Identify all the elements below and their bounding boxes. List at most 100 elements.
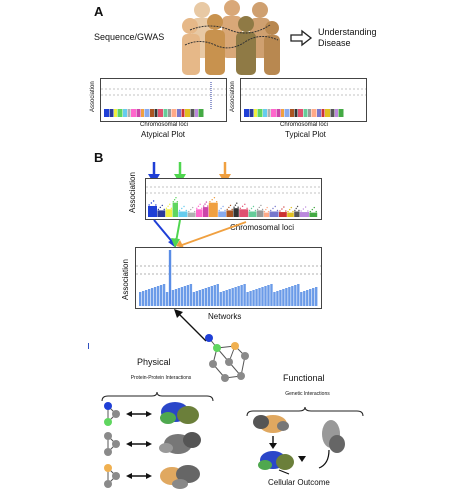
chromosome-block (294, 109, 298, 117)
snp-point (281, 208, 283, 210)
network-bar (174, 289, 178, 306)
snp-point (202, 205, 205, 207)
ppi-row-2 (104, 432, 201, 456)
chromosome-block (187, 212, 196, 217)
physical-subtitle: Protein-Protein Interactions (130, 375, 192, 381)
snp-point (196, 207, 198, 209)
snp-point (231, 208, 233, 211)
snp-point (224, 209, 226, 212)
snp-point (222, 205, 224, 208)
chromosome-block (123, 109, 127, 117)
chromosome-block (284, 109, 290, 117)
snp-point (204, 203, 206, 205)
chromosome-block (276, 109, 281, 117)
chromosome-block (158, 109, 163, 117)
snp-point (311, 208, 314, 211)
snp-point (175, 197, 177, 199)
network-association-plot (135, 247, 322, 309)
chromosome-block (165, 209, 173, 217)
snp-point (304, 206, 307, 208)
snp-point (226, 208, 228, 211)
snp-point (181, 207, 183, 210)
chromosome-block (248, 211, 257, 217)
snp-point (193, 210, 196, 213)
chromosome-block (303, 109, 308, 117)
network-bar (312, 288, 315, 306)
chromosome-block (335, 109, 338, 117)
network-bar (297, 284, 300, 306)
network-bar (306, 290, 309, 306)
snp-point (205, 201, 208, 203)
snp-point (220, 207, 222, 210)
snp-point (172, 201, 174, 203)
chromosome-block (298, 109, 303, 117)
converging-arrows (150, 218, 250, 250)
chromosome-block (127, 109, 131, 117)
chromosome-block (148, 206, 157, 217)
network-bar (213, 285, 216, 306)
chromosome-block (198, 109, 204, 117)
network-bar (273, 292, 276, 306)
snp-point (185, 209, 187, 212)
physical-title: Physical (137, 357, 171, 367)
snp-point (296, 205, 299, 208)
network-bar (294, 285, 297, 306)
functional-subtitle: Genetic Interactions (285, 391, 330, 397)
snp-point (295, 207, 297, 210)
network-bar (252, 290, 255, 306)
atypical-plot-caption: Atypical Plot (141, 130, 186, 139)
ppi-row-1 (104, 402, 199, 426)
atypical-manhattan-plot (100, 78, 227, 122)
understanding-disease-label: Understanding Disease (318, 27, 377, 48)
chromosome-block (279, 212, 287, 217)
functional-brace (245, 406, 365, 417)
snp-point (229, 204, 232, 207)
network-bar (231, 288, 234, 306)
snp-point (266, 206, 268, 209)
cellular-outcome-label: Cellular Outcome (268, 478, 330, 487)
snp-point (274, 205, 276, 208)
network-bar (144, 290, 148, 306)
network-bar (291, 286, 294, 306)
network-bar (198, 290, 202, 306)
manhattan-xlabel: Chromosomal loci (230, 223, 295, 232)
snp-point (248, 209, 251, 212)
panel-a-letter: A (94, 4, 104, 19)
network-bar (147, 289, 151, 306)
snp-point (148, 204, 150, 206)
snp-point (250, 207, 253, 210)
network-bar (264, 286, 267, 306)
chromosome-block (256, 210, 264, 217)
chromosome-block (254, 109, 257, 117)
snp-point (201, 207, 203, 209)
snp-point (218, 209, 220, 212)
network-bar (186, 285, 190, 306)
network-bar (216, 284, 219, 306)
network-bar (195, 291, 199, 306)
functional-proteins (245, 412, 365, 477)
snp-point (233, 206, 235, 208)
chromosome-block (154, 109, 158, 117)
snp-point (209, 201, 211, 203)
chromosome-block (330, 109, 335, 117)
network-bar (282, 289, 285, 306)
network-bar (180, 287, 184, 306)
chromosome-block (290, 109, 294, 117)
network-bar (237, 286, 240, 306)
snp-point (190, 208, 192, 211)
network-bar (189, 284, 193, 306)
chromosome-block (185, 109, 190, 117)
chromosome-block (294, 211, 300, 217)
network-bar (192, 292, 196, 306)
snp-point (279, 210, 281, 212)
chromosome-block (239, 209, 249, 217)
chromosome-block (317, 109, 321, 117)
network-bar (139, 292, 142, 306)
snp-point (188, 210, 190, 213)
chromosome-block (287, 212, 294, 217)
chromosome-block (190, 109, 195, 117)
network-bar (183, 286, 187, 306)
snp-point (244, 203, 246, 205)
snp-point (197, 205, 200, 207)
snp-point (173, 199, 176, 201)
